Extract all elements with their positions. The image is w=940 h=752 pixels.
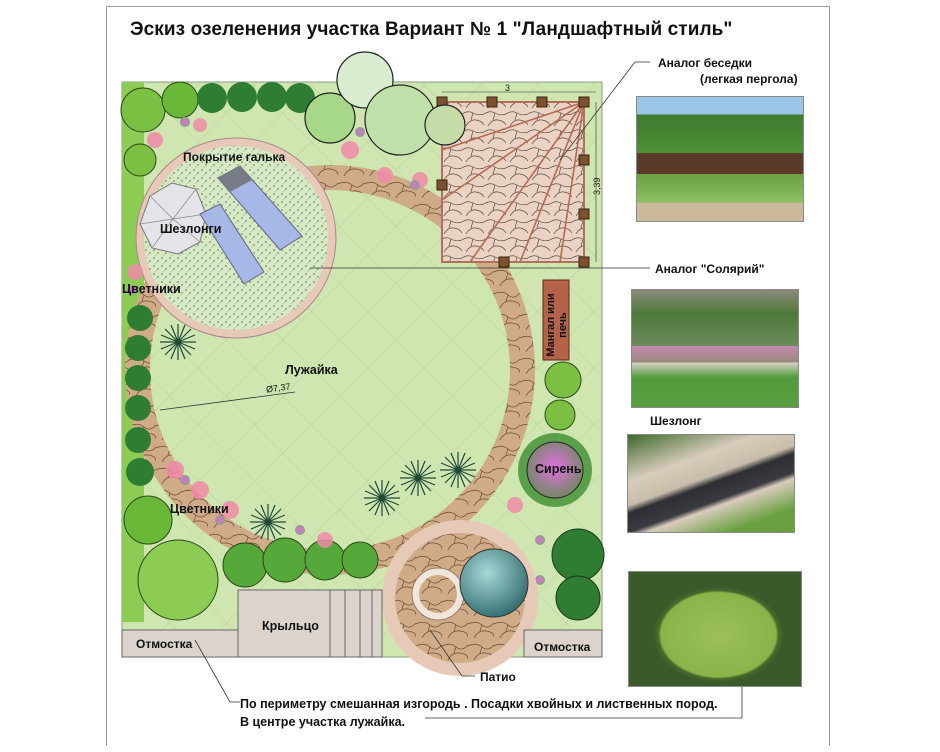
- callout-patio: Патио: [480, 670, 516, 684]
- label-blind-area-left: Отмостка: [136, 637, 193, 651]
- label-loungers: Шезлонги: [160, 222, 222, 236]
- pergola-photo: [636, 96, 804, 222]
- label-lawn: Лужайка: [285, 363, 338, 377]
- callout-gazebo: Аналог беседки: [658, 56, 752, 70]
- label-blind-area-right: Отмостка: [534, 640, 591, 654]
- lawn-photo: [628, 571, 802, 687]
- label-flowerbeds-top: Цветники: [122, 282, 181, 296]
- lounger-photo: [627, 434, 795, 533]
- drawing-frame: [106, 6, 830, 746]
- page-title: Эскиз озеленения участка Вариант № 1 "Ла…: [130, 19, 733, 40]
- dim-width: 3: [505, 83, 510, 93]
- note-line-2: В центре участка лужайка.: [240, 715, 405, 729]
- callout-solarium: Аналог "Солярий": [655, 262, 765, 276]
- description-note: По периметру смешанная изгородь . Посадк…: [240, 695, 718, 731]
- callout-gazebo-sub: (легкая пергола): [700, 72, 798, 86]
- callout-lounger: Шезлонг: [650, 414, 702, 428]
- label-lilac: Сирень: [535, 462, 582, 476]
- note-line-1: По периметру смешанная изгородь . Посадк…: [240, 697, 718, 711]
- label-bbq: Мангал или печь: [545, 293, 569, 357]
- label-pebble-cover: Покрытие галька: [183, 150, 286, 164]
- label-flowerbeds-bottom: Цветники: [170, 502, 229, 516]
- solarium-photo: [631, 289, 799, 408]
- dim-height: 3,39: [592, 177, 602, 195]
- label-porch: Крыльцо: [262, 619, 319, 633]
